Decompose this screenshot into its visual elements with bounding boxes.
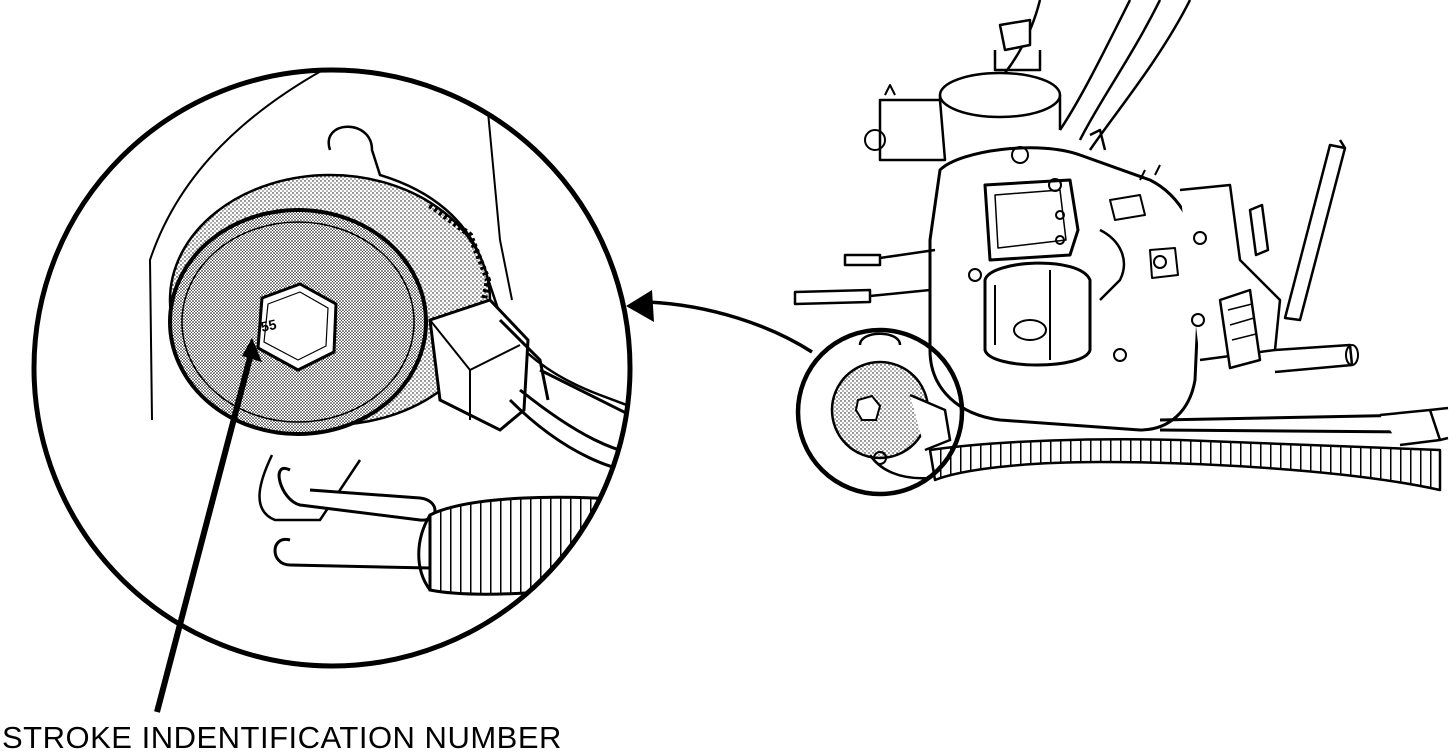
lower-conduit xyxy=(928,438,1442,492)
ribbed-conduit xyxy=(428,495,630,596)
carburetor-body xyxy=(928,146,1202,432)
wire-lead xyxy=(508,398,630,474)
stroke-id-number: 55 xyxy=(259,316,278,335)
callout-label: STROKE INDENTIFICATION NUMBER xyxy=(2,720,562,755)
callout-leader xyxy=(154,338,262,713)
zoom-arrow xyxy=(626,290,813,354)
zoom-circle xyxy=(31,67,633,669)
carburetor-assembly xyxy=(793,0,1449,492)
small-detail-circle xyxy=(795,327,965,497)
small-detail xyxy=(795,327,965,497)
zoom-detail: 55 xyxy=(31,67,633,669)
